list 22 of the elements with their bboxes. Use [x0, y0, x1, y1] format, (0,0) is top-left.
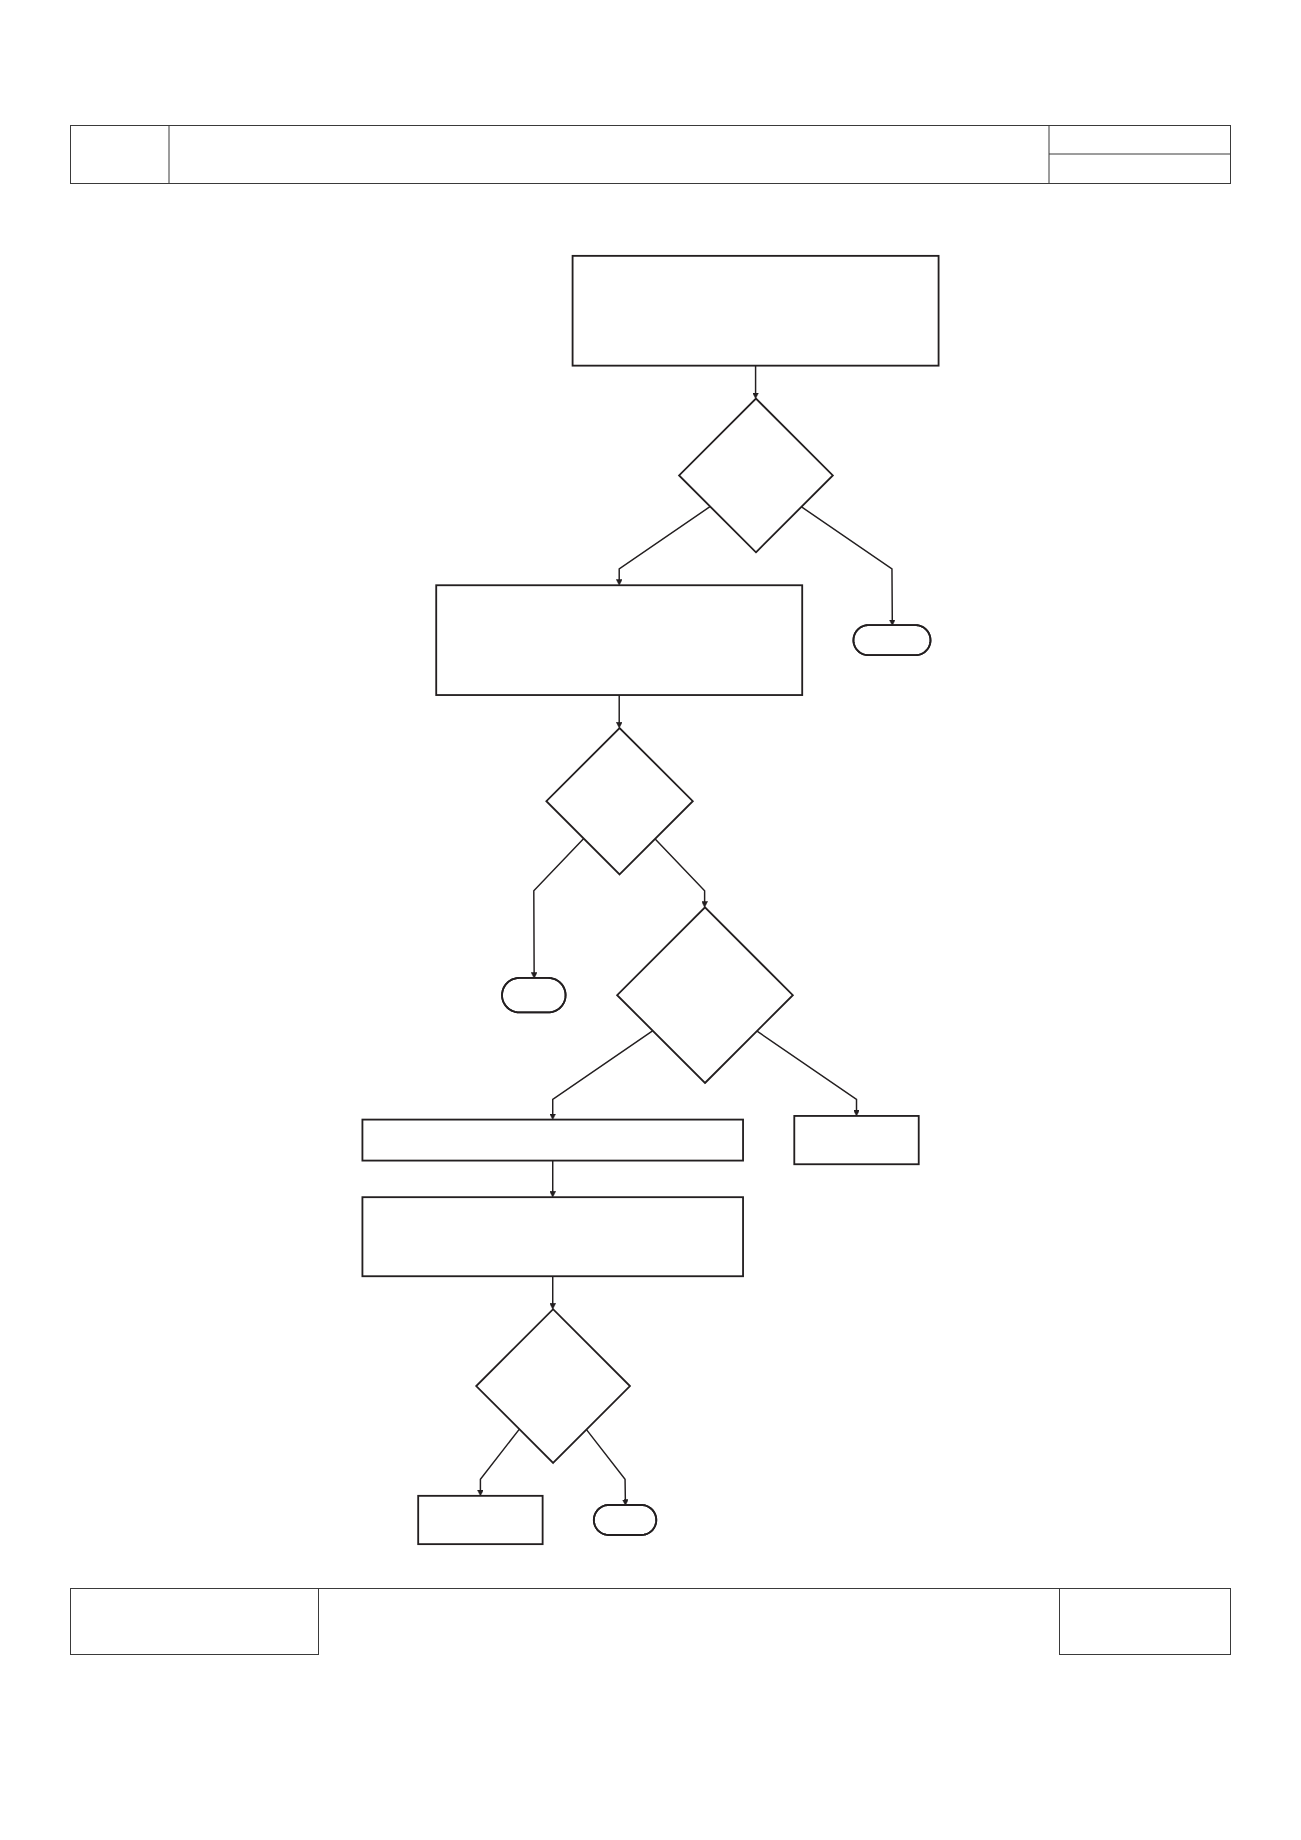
process-box — [361, 1118, 744, 1162]
arrow — [530, 837, 585, 979]
arrow — [752, 364, 759, 399]
decision-diamond — [677, 397, 835, 554]
process-box — [571, 254, 940, 367]
arrow — [549, 1159, 556, 1198]
arrow — [755, 1030, 860, 1117]
arrow — [800, 505, 896, 626]
arrow — [549, 1030, 654, 1120]
arrow — [585, 1428, 629, 1506]
process-box — [361, 1196, 744, 1278]
arrow — [549, 1275, 556, 1310]
decision-diamond — [615, 906, 795, 1085]
arrow — [477, 1428, 520, 1497]
process-box — [417, 1494, 544, 1546]
arrow — [616, 505, 711, 586]
arrow — [654, 837, 708, 908]
arrow — [616, 694, 623, 729]
process-box — [793, 1115, 920, 1166]
process-box — [435, 584, 804, 696]
decision-diamond — [474, 1307, 632, 1465]
decision-diamond — [545, 726, 695, 876]
